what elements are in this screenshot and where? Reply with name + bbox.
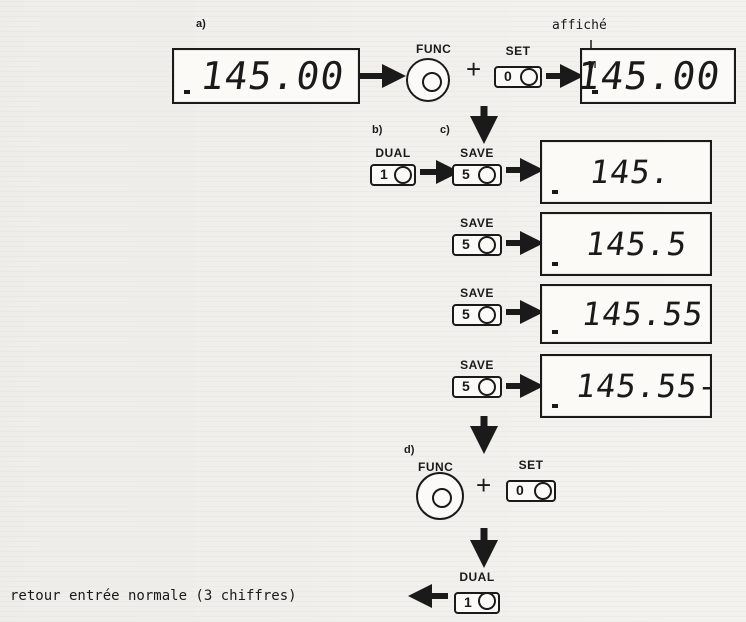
- plus-sign-a: +: [466, 54, 481, 85]
- finger-icon: [534, 482, 552, 500]
- set-label-d: SET: [506, 458, 556, 472]
- lcd-digits-step-4: 145.55-: [573, 367, 720, 405]
- label-d: d): [404, 444, 414, 456]
- save-label-4: SAVE: [452, 358, 502, 372]
- lcd-step-4: 145.55-: [540, 354, 712, 418]
- dual-button-bottom[interactable]: DUAL 1: [454, 570, 500, 614]
- save-label-2: SAVE: [452, 216, 502, 230]
- return-normal-text: retour entrée normale (3 chiffres): [10, 588, 297, 604]
- lcd-digits-initial: 145.00: [198, 54, 347, 98]
- lcd-digits-result: 145.00: [574, 54, 723, 98]
- lcd-indicator: [184, 90, 190, 94]
- finger-icon: [394, 166, 412, 184]
- save-button-1[interactable]: SAVE 5: [452, 146, 502, 186]
- save-button-4[interactable]: SAVE 5: [452, 358, 502, 398]
- label-c: c): [440, 124, 450, 136]
- set-button-a[interactable]: SET 0: [494, 44, 542, 88]
- finger-icon: [520, 68, 538, 86]
- finger-icon: [478, 378, 496, 396]
- lcd-step-3: 145.55: [540, 284, 712, 344]
- lcd-step-2: 145.5: [540, 212, 712, 276]
- label-a: a): [196, 18, 206, 30]
- lcd-indicator: [552, 262, 558, 266]
- plus-sign-d: +: [476, 470, 491, 501]
- save-label-3: SAVE: [452, 286, 502, 300]
- lcd-display-initial: 145.00: [172, 48, 360, 104]
- dual-label-b: DUAL: [370, 146, 416, 160]
- set-button-d[interactable]: SET 0: [506, 458, 556, 502]
- save-button-2[interactable]: SAVE 5: [452, 216, 502, 256]
- lcd-digits-step-3: 145.55: [579, 295, 706, 333]
- lcd-step-1: 145.: [540, 140, 712, 204]
- save-button-3[interactable]: SAVE 5: [452, 286, 502, 326]
- dual-label-bottom: DUAL: [454, 570, 500, 584]
- affiche-label: affiché: [552, 18, 607, 33]
- label-b: b): [372, 124, 382, 136]
- func-label-a: FUNC: [416, 42, 451, 56]
- func-button-a[interactable]: [406, 58, 450, 102]
- finger-icon: [478, 306, 496, 324]
- lcd-digits-step-2: 145.5: [583, 225, 690, 263]
- func-button-d[interactable]: [416, 472, 464, 520]
- lcd-indicator: [552, 190, 558, 194]
- dual-button-b[interactable]: DUAL 1: [370, 146, 416, 186]
- lcd-indicator: [552, 330, 558, 334]
- finger-icon: [432, 488, 452, 508]
- lcd-indicator: [552, 404, 558, 408]
- set-label-a: SET: [494, 44, 542, 58]
- finger-icon: [422, 72, 442, 92]
- lcd-display-result: M 145.00: [580, 48, 736, 104]
- lcd-digits-step-1: 145.: [587, 153, 673, 191]
- finger-icon: [478, 592, 496, 610]
- save-label-1: SAVE: [452, 146, 502, 160]
- finger-icon: [478, 166, 496, 184]
- finger-icon: [478, 236, 496, 254]
